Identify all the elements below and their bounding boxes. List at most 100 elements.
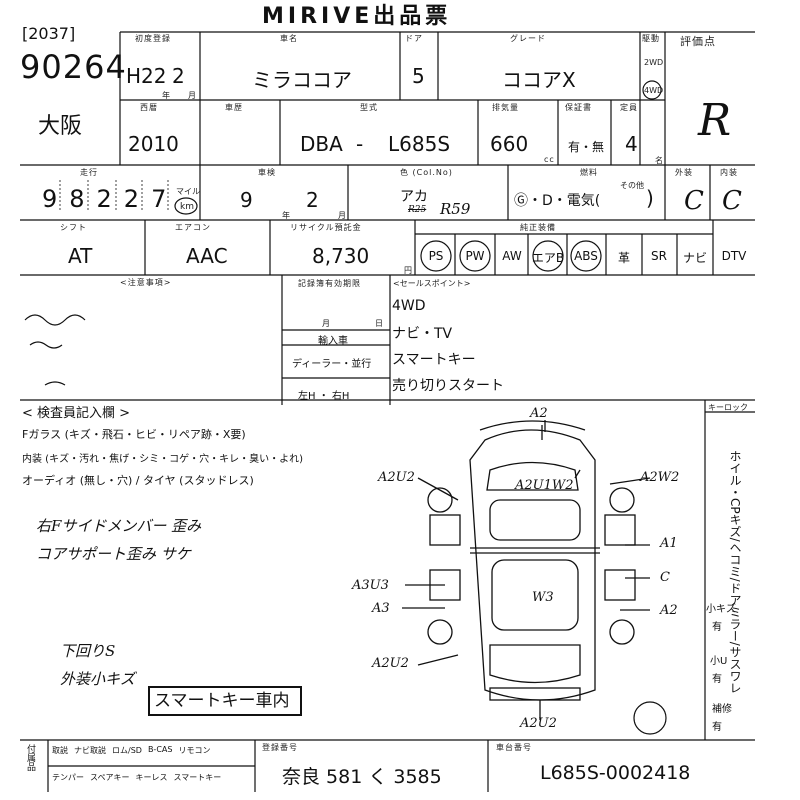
inspector-note-1: 右Fサイドメンバー 歪み bbox=[36, 517, 202, 535]
region: 大阪 bbox=[38, 114, 83, 139]
label-exterior: 外装 bbox=[675, 168, 693, 177]
inspector-glass: Fガラス (キズ・飛石・ヒビ・リペア跡・X要) bbox=[22, 428, 246, 441]
acc-rom-sd: ロム/SD bbox=[112, 746, 142, 755]
insp-month: 9 bbox=[240, 188, 253, 212]
auction-number: 90264 bbox=[20, 48, 127, 86]
label-model: 型式 bbox=[360, 103, 378, 112]
displacement: 660 bbox=[490, 132, 529, 156]
history-handle: 左H ・ 右H bbox=[298, 391, 350, 402]
equip-navi: ナビ bbox=[682, 251, 707, 265]
history-day: 日 bbox=[375, 319, 384, 328]
fuel-close: ) bbox=[646, 186, 654, 210]
color-code-old: R25 bbox=[408, 205, 427, 215]
grade: ココアX bbox=[502, 68, 576, 92]
label-western-year: 西暦 bbox=[140, 103, 158, 112]
unit-insp-month: 月 bbox=[338, 211, 347, 220]
insp-day: 2 bbox=[306, 188, 319, 212]
fuel: Ⓖ・D・電気( bbox=[514, 193, 601, 209]
doors: 5 bbox=[412, 64, 425, 88]
unit-month: 月 bbox=[188, 91, 197, 100]
label-reg-plate: 登録番号 bbox=[262, 743, 298, 752]
interior-value: C bbox=[722, 186, 742, 216]
year: 2010 bbox=[128, 132, 179, 156]
label-shaken: 車歴 bbox=[225, 103, 243, 112]
acc-navi-manual: ナビ取説 bbox=[74, 746, 106, 755]
mark-w3: W3 bbox=[532, 590, 554, 605]
exterior-value: C bbox=[684, 186, 704, 216]
label-warranty: 保証書 bbox=[565, 103, 592, 112]
acc-temper: テンパー bbox=[52, 773, 84, 782]
acc-row1: 取説 ナビ取説 ロム/SD B-CAS リモコン bbox=[52, 745, 210, 756]
drive-2wd: 2WD bbox=[644, 58, 664, 67]
reg-plate: 奈良 581 く 3585 bbox=[282, 766, 442, 788]
mark-a2-r: A2 bbox=[660, 603, 678, 618]
equip-sr: SR bbox=[651, 249, 667, 263]
label-interior: 内装 bbox=[720, 168, 738, 177]
label-mileage: 走行 bbox=[80, 168, 98, 177]
mileage: 98227 bbox=[42, 185, 179, 213]
score-value: R bbox=[698, 95, 732, 146]
label-recycle: リサイクル預託金 bbox=[290, 223, 362, 232]
label-capacity: 定員 bbox=[620, 103, 638, 112]
first-reg-era: H22 bbox=[126, 64, 167, 88]
inspector-audio: オーディオ (無し・穴) / タイヤ (スタッドレス) bbox=[22, 474, 254, 487]
label-sales-point: <セールスポイント> bbox=[393, 279, 471, 288]
mark-a3: A3 bbox=[372, 601, 390, 616]
acc-keyless: キーレス bbox=[135, 773, 168, 782]
label-accessories: 付属品 bbox=[25, 744, 35, 771]
mark-a2u2-rear: A2U2 bbox=[520, 716, 557, 731]
history-month: 月 bbox=[322, 319, 331, 328]
sales-point-3: スマートキー bbox=[392, 352, 476, 368]
acc-manual: 取説 bbox=[52, 746, 68, 755]
side-vertical-note: ホイル・CPキズ/ヘコミ/ドアミラー/サスワレ bbox=[728, 450, 742, 694]
acc-remote: リモコン bbox=[178, 746, 211, 755]
mark-a3u3: A3U3 bbox=[352, 578, 389, 593]
inspector-under-1: 下回りS bbox=[60, 642, 116, 660]
unit-km: km bbox=[180, 202, 194, 212]
side-yes-1: 有 bbox=[712, 622, 722, 633]
mark-c: C bbox=[660, 570, 670, 585]
car-diagram bbox=[402, 420, 651, 720]
acc-smart-key: スマートキー bbox=[173, 773, 222, 782]
label-caution: <注意事項> bbox=[120, 278, 172, 287]
equip-airbag: エアB bbox=[531, 251, 565, 265]
label-first-reg: 初度登録 bbox=[135, 34, 171, 43]
unit-yen: 円 bbox=[404, 266, 413, 275]
label-shift: シフト bbox=[60, 223, 87, 232]
mark-a2-top: A2 bbox=[530, 406, 548, 421]
label-fuel: 燃料 bbox=[580, 168, 598, 177]
sales-point-1: 4WD bbox=[392, 298, 426, 314]
label-keylock: キーロック bbox=[708, 403, 748, 412]
acc-spare-key: スペアキー bbox=[90, 773, 130, 782]
equip-aw: AW bbox=[502, 249, 522, 263]
fuel-other: その他 bbox=[620, 181, 644, 190]
first-reg-month: 2 bbox=[172, 64, 185, 88]
label-color: 色 (Col.No) bbox=[400, 168, 453, 177]
warranty: 有・無 bbox=[568, 140, 605, 154]
aircon: AAC bbox=[186, 244, 228, 268]
drive-4wd: 4WD bbox=[644, 86, 664, 95]
sheet-title: MIRIVE出品票 bbox=[262, 4, 452, 29]
history-dealer: ディーラー・並行 bbox=[292, 359, 372, 370]
unit-year: 年 bbox=[162, 91, 171, 100]
label-grade: グレード bbox=[510, 34, 546, 43]
inspector-under-2: 外装小キズ bbox=[60, 670, 136, 688]
label-aircon: エアコン bbox=[175, 223, 211, 232]
equip-abs: ABS bbox=[574, 249, 598, 263]
label-history: 記録簿有効期限 bbox=[298, 279, 361, 288]
acc-bcas: B-CAS bbox=[147, 745, 173, 754]
model: L685S bbox=[388, 132, 451, 156]
lot-number: [2037] bbox=[22, 24, 76, 43]
mark-a2w2: A2W2 bbox=[640, 470, 680, 485]
recycle: 8,730 bbox=[312, 244, 370, 268]
color-code: R59 bbox=[440, 200, 471, 218]
side-small-3: 補修 bbox=[712, 704, 732, 715]
label-score: 評価点 bbox=[680, 35, 716, 48]
equip-leather: 革 bbox=[617, 251, 630, 265]
label-drive: 駆動 bbox=[642, 34, 660, 43]
equip-ps: PS bbox=[428, 249, 444, 263]
capacity: 4 bbox=[625, 132, 638, 156]
inspector-boxed: スマートキー車内 bbox=[148, 686, 302, 716]
equip-pw: PW bbox=[465, 249, 485, 263]
car-name: ミラココア bbox=[252, 68, 352, 92]
